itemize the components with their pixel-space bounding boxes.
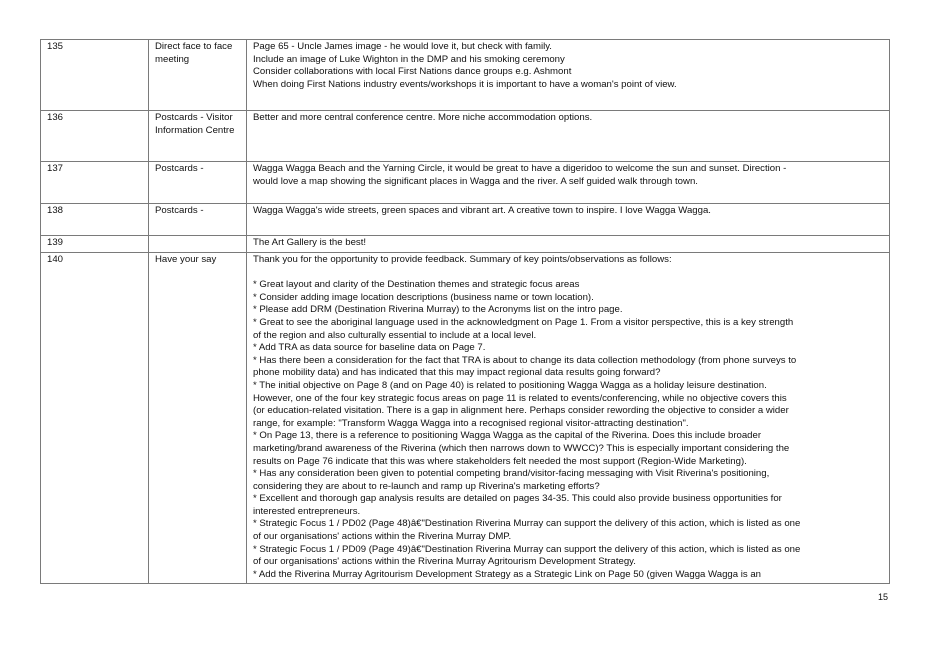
comment-line: of the region and also culturally essent… — [253, 329, 537, 341]
table-row: 139 The Art Gallery is the best! — [40, 235, 890, 253]
comment-line: Better and more central conference centr… — [253, 112, 593, 123]
row-channel-cell: Have your say — [148, 252, 247, 584]
comment-line: Consider collaborations with local First… — [253, 66, 572, 78]
feedback-table: 135 Direct face to face meeting Page 65 … — [40, 39, 890, 584]
page-number: 15 — [878, 592, 889, 602]
comment-line: Wagga Wagga Beach and the Yarning Circle… — [253, 163, 787, 174]
row-comment-cell: Better and more central conference centr… — [246, 110, 890, 162]
row-comment-cell: Thank you for the opportunity to provide… — [246, 252, 890, 584]
row-id-cell: 135 — [40, 39, 149, 111]
table-row: 137 Postcards - Wagga Wagga Beach and th… — [40, 161, 890, 204]
comment-line: * On Page 13, there is a reference to po… — [253, 430, 762, 442]
comment-line: The Art Gallery is the best! — [253, 237, 367, 248]
comment-line: of our organisations' actions within the… — [253, 531, 512, 543]
comment-line: * Strategic Focus 1 / PD02 (Page 48)â€"D… — [253, 518, 801, 530]
comment-line: considering they are about to re-launch … — [253, 480, 600, 492]
comment-line: * Has there been a consideration for the… — [253, 354, 797, 366]
comment-line: Thank you for the opportunity to provide… — [253, 254, 672, 265]
comment-line: would love a map showing the significant… — [253, 175, 698, 187]
comment-line: * Has any consideration been given to po… — [253, 468, 770, 480]
comment-line: phone mobility data) and has indicated t… — [253, 367, 661, 379]
comment-line: * Strategic Focus 1 / PD09 (Page 49)â€"D… — [253, 543, 801, 555]
row-channel-cell: Postcards - — [148, 203, 247, 236]
comment-line: * Add the Riverina Murray Agritourism De… — [253, 568, 762, 580]
table-row: 135 Direct face to face meeting Page 65 … — [40, 39, 890, 111]
row-comment-cell: Page 65 - Uncle James image - he would l… — [246, 39, 890, 111]
feedback-table-body: 135 Direct face to face meeting Page 65 … — [40, 39, 890, 584]
table-row: 136 Postcards - Visitor Information Cent… — [40, 110, 890, 162]
comment-line: Wagga Wagga's wide streets, green spaces… — [253, 205, 711, 216]
comment-line: However, one of the four key strategic f… — [253, 392, 787, 404]
table-row: 138 Postcards - Wagga Wagga's wide stree… — [40, 203, 890, 236]
comment-line: (or education-related visitation. There … — [253, 405, 789, 417]
row-comment-cell: Wagga Wagga's wide streets, green spaces… — [246, 203, 890, 236]
comment-line: marketing/brand awareness of the Riverin… — [253, 442, 790, 454]
comment-line: results on Page 76 indicate that this wa… — [253, 455, 747, 467]
comment-line: * Great to see the aboriginal language u… — [253, 316, 794, 328]
comment-line: of our organisations' actions within the… — [253, 556, 636, 568]
row-id-cell: 138 — [40, 203, 149, 236]
row-channel-cell — [148, 235, 247, 253]
row-id-cell: 139 — [40, 235, 149, 253]
row-channel-cell: Postcards - Visitor Information Centre — [148, 110, 247, 162]
comment-line: * Please add DRM (Destination Riverina M… — [253, 304, 623, 316]
comment-line: * Add TRA as data source for baseline da… — [253, 342, 486, 354]
comment-line: When doing First Nations industry events… — [253, 78, 677, 90]
row-id-cell: 136 — [40, 110, 149, 162]
comment-line: * Great layout and clarity of the Destin… — [253, 279, 580, 291]
row-comment-cell: Wagga Wagga Beach and the Yarning Circle… — [246, 161, 890, 204]
row-id-cell: 137 — [40, 161, 149, 204]
row-channel-cell: Postcards - — [148, 161, 247, 204]
comment-line: * Consider adding image location descrip… — [253, 291, 594, 303]
comment-line: Page 65 - Uncle James image - he would l… — [253, 41, 552, 52]
row-comment-cell: The Art Gallery is the best! — [246, 235, 890, 253]
comment-line: Include an image of Luke Wighton in the … — [253, 53, 565, 65]
comment-line: interested entrepreneurs. — [253, 505, 361, 517]
comment-line: * Excellent and thorough gap analysis re… — [253, 493, 782, 505]
comment-line: range, for example: "Transform Wagga Wag… — [253, 417, 689, 429]
table-row: 140 Have your say Thank you for the oppo… — [40, 252, 890, 584]
row-id-cell: 140 — [40, 252, 149, 584]
comment-line — [253, 267, 883, 280]
row-channel-cell: Direct face to face meeting — [148, 39, 247, 111]
comment-line: * The initial objective on Page 8 (and o… — [253, 379, 767, 391]
